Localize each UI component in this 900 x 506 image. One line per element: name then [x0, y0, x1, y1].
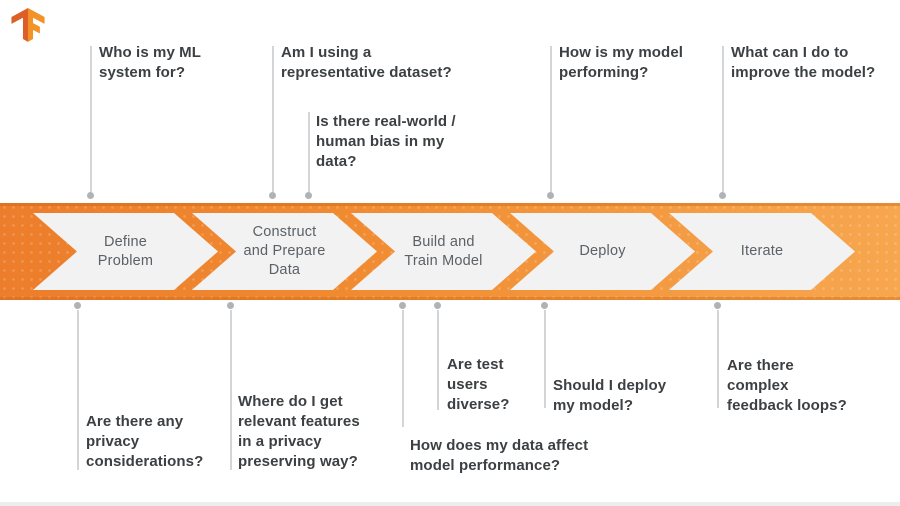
connector-line-bottom-5 — [544, 310, 546, 408]
connector-line-bottom-4 — [437, 310, 439, 410]
stage-label: Deploy — [579, 243, 626, 259]
connector-dot-bottom-4 — [434, 302, 441, 309]
stage-label: Iterate — [740, 243, 784, 259]
question-top-3: Is there real-world / human bias in my d… — [316, 113, 456, 170]
connector-dot-bottom-2 — [227, 302, 234, 309]
question-bottom-3: How does my data affect model performanc… — [410, 437, 589, 474]
connector-dot-bottom-3 — [399, 302, 406, 309]
question-top-4: How is my model performing? — [559, 44, 684, 81]
question-top-2: Am I using a representative dataset? — [281, 44, 452, 81]
stage-arrow-define-problem: Define Problem — [33, 213, 218, 290]
question-top-5: What can I do to improve the model? — [731, 44, 876, 81]
connector-dot-bottom-5 — [541, 302, 548, 309]
connector-dot-bottom-6 — [714, 302, 721, 309]
connector-line-bottom-3 — [402, 310, 404, 427]
stage-arrow-build-train-model: Build and Train Model — [351, 213, 536, 290]
connector-dot-top-4 — [547, 192, 554, 199]
connector-line-top-4 — [550, 46, 552, 192]
bottom-edge-strip — [0, 502, 900, 506]
stage-arrow-deploy: Deploy — [510, 213, 695, 290]
stage-label: Build and Train Model — [404, 233, 483, 269]
tensorflow-logo-icon — [11, 8, 45, 42]
connector-dot-top-1 — [87, 192, 94, 199]
connector-line-bottom-1 — [77, 310, 79, 470]
stage-arrow-iterate: Iterate — [669, 213, 855, 290]
connector-dot-top-3 — [305, 192, 312, 199]
question-top-1: Who is my ML system for? — [99, 44, 202, 81]
connector-dot-top-2 — [269, 192, 276, 199]
stage-arrow-construct-prepare-data: Construct and Prepare Data — [192, 213, 377, 290]
question-bottom-6: Are there complex feedback loops? — [727, 357, 847, 414]
connector-dot-bottom-1 — [74, 302, 81, 309]
question-bottom-4: Are test users diverse? — [447, 356, 510, 413]
connector-line-top-5 — [722, 46, 724, 192]
stage-label: Construct and Prepare Data — [243, 224, 326, 278]
connector-line-top-2 — [272, 46, 274, 192]
stage-label: Define Problem — [97, 233, 154, 269]
connector-dot-top-5 — [719, 192, 726, 199]
connector-line-bottom-6 — [717, 310, 719, 408]
question-bottom-1: Are there any privacy considerations? — [86, 413, 204, 470]
question-bottom-2: Where do I get relevant features in a pr… — [238, 393, 360, 470]
question-bottom-5: Should I deploy my model? — [553, 377, 667, 414]
connector-line-top-1 — [90, 46, 92, 192]
connector-line-top-3 — [308, 112, 310, 192]
workflow-band: Define Problem Construct and Prepare Dat… — [0, 203, 900, 300]
connector-line-bottom-2 — [230, 310, 232, 470]
